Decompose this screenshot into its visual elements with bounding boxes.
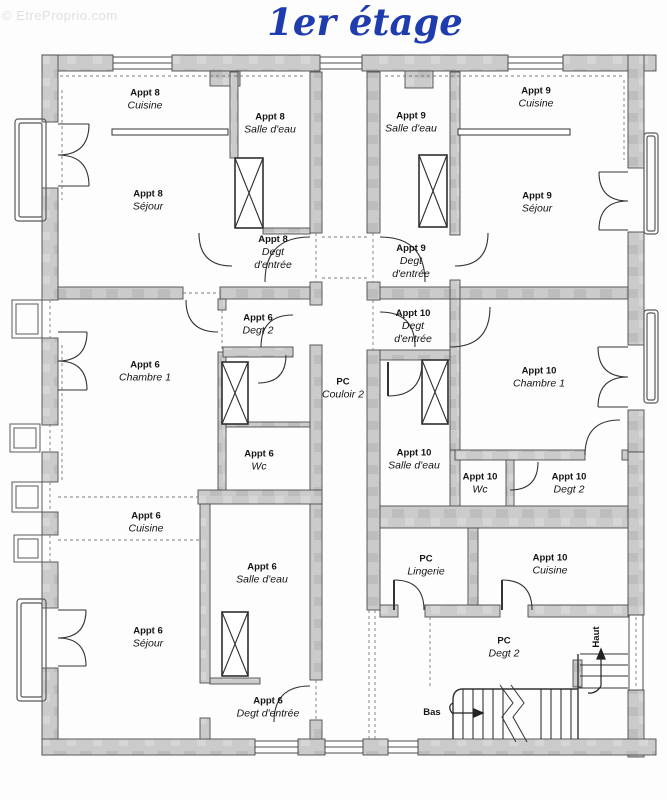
room-label-appt8-salle-deau: Appt 8 Salle d'eau [238,112,302,137]
room-name: Degt d'entrée [394,319,432,345]
room-apt: Appt 8 [255,111,285,123]
room-label-appt9-degt-entree: Appt 9 Degt d'entrée [385,243,437,281]
room-label-appt6-sejour: Appt 6 Séjour [133,626,163,651]
room-name: Wc [251,460,267,473]
room-apt: Appt 10 [521,365,557,377]
room-label-appt8-degt-entree: Appt 8 Degt d'entrée [247,234,299,272]
room-apt: Appt 10 [395,307,431,319]
room-label-appt6-salle-deau: Appt 6 Salle d'eau [230,562,294,587]
room-name: Lingerie [407,565,445,578]
door-arcs [57,123,629,723]
room-apt: PC [497,635,511,647]
room-label-appt6-wc: Appt 6 Wc [244,449,274,474]
shaft-icon [421,359,449,425]
room-apt: Appt 10 [396,447,432,459]
dashed-lines [49,75,637,739]
room-name: Degt d'entrée [254,245,292,271]
room-apt: Appt 9 [521,85,551,97]
room-apt: Appt 6 [243,312,273,324]
kitchen-counter-halfwalls [111,128,571,136]
room-name: Salle d'eau [385,122,437,135]
stairs-down-text: Bas [423,707,441,719]
room-apt: Appt 6 [253,695,283,707]
room-label-appt6-degt2: Appt 6 Degt 2 [243,313,274,338]
room-label-appt9-cuisine: Appt 9 Cuisine [518,86,553,111]
room-label-appt8-cuisine: Appt 8 Cuisine [127,88,162,113]
room-apt: Appt 9 [396,242,426,254]
stairs-up-label: Haut [591,626,603,647]
room-name: Degt 2 [553,483,585,496]
room-name: Degt 2 [488,647,520,660]
room-name: Degt d'entrée [392,254,430,280]
walls [41,54,657,758]
room-apt: Appt 8 [130,87,160,99]
room-label-appt9-salle-deau: Appt 9 Salle d'eau [379,111,443,136]
room-label-pc-couloir2: PC Couloir 2 [322,377,364,402]
room-name: Chambre 1 [513,377,565,390]
shaft-icons [221,154,449,677]
room-label-pc-degt2: PC Degt 2 [489,636,520,661]
room-apt: Appt 10 [551,471,587,483]
room-label-appt9-sejour: Appt 9 Séjour [522,191,552,216]
room-label-appt10-wc: Appt 10 Wc [463,472,498,497]
stairs-up-text: Haut [591,626,603,648]
shaft-icon [418,154,448,228]
room-name: Cuisine [128,522,164,535]
shaft-icon [221,361,249,425]
room-name: Cuisine [127,99,163,112]
room-apt: Appt 6 [247,561,277,573]
room-name: Chambre 1 [119,371,171,384]
room-name: Couloir 2 [321,388,365,401]
page-title: 1er étage [267,0,463,44]
windows [112,56,644,754]
room-label-pc-lingerie: PC Lingerie [407,554,444,579]
room-name: Cuisine [532,564,568,577]
shaft-icon [234,157,264,229]
room-apt: Appt 9 [396,110,426,122]
room-name: Salle d'eau [388,459,440,472]
room-label-appt6-chambre1: Appt 6 Chambre 1 [119,360,171,385]
up-arrow-icon [587,647,606,694]
room-apt: Appt 6 [133,625,163,637]
room-apt: Appt 8 [133,188,163,200]
room-name: Salle d'eau [244,123,296,136]
room-apt: PC [419,553,433,565]
balconies [9,118,659,702]
room-apt: Appt 6 [130,359,160,371]
down-arrow-icon [449,702,485,718]
watermark: © EtreProprio.com [2,8,118,23]
direction-arrows [449,647,606,718]
room-name: Cuisine [518,97,554,110]
room-apt: Appt 6 [244,448,274,460]
room-label-appt6-cuisine: Appt 6 Cuisine [128,511,163,536]
room-apt: Appt 6 [131,510,161,522]
room-apt: Appt 9 [522,190,552,202]
staircase [452,653,628,743]
room-label-appt10-salle-deau: Appt 10 Salle d'eau [382,448,446,473]
room-name: Wc [472,483,488,496]
shaft-icon [221,611,249,677]
room-name: Salle d'eau [236,573,288,586]
room-label-appt10-chambre1: Appt 10 Chambre 1 [513,366,565,391]
room-label-appt10-cuisine: Appt 10 Cuisine [532,553,567,578]
room-label-appt8-sejour: Appt 8 Séjour [133,189,163,214]
room-name: Séjour [521,202,553,215]
room-label-appt6-degt-entree: Appt 6 Degt d'entrée [213,696,323,721]
room-apt: Appt 8 [258,233,288,245]
room-apt: PC [336,376,350,388]
stairs-down-label: Bas [423,707,440,719]
room-name: Degt 2 [242,324,274,337]
room-apt: Appt 10 [532,552,568,564]
room-name: Degt d'entrée [236,707,300,720]
window-boxes [9,299,43,563]
room-name: Séjour [132,637,164,650]
room-label-appt10-degt-entree: Appt 10 Degt d'entrée [387,308,439,346]
room-name: Séjour [132,200,164,213]
room-label-appt10-degt2: Appt 10 Degt 2 [552,472,587,497]
room-apt: Appt 10 [462,471,498,483]
